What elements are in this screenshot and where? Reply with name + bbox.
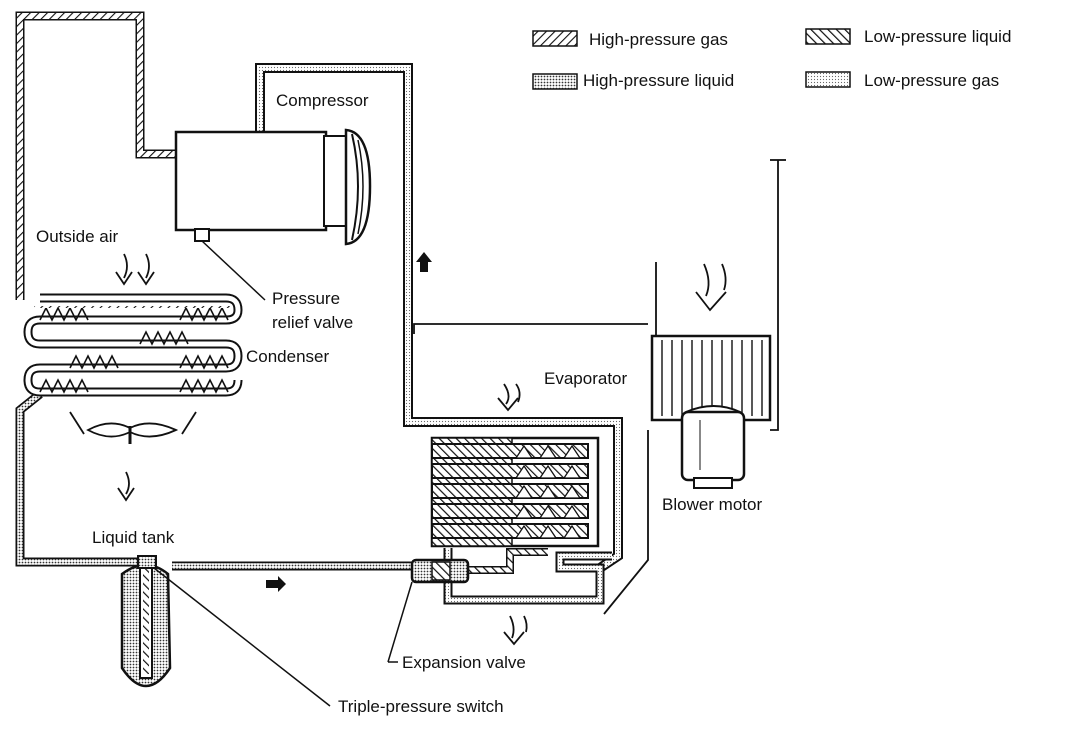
condenser-fan (69, 411, 197, 444)
low-pressure-liquid-swatch (805, 28, 851, 45)
legend-item-high-pressure-gas: High-pressure gas (532, 30, 728, 49)
pressure-relief-label: relief valve (272, 313, 353, 332)
blower-fan (650, 334, 772, 422)
legend-label: High-pressure liquid (583, 71, 734, 90)
legend-item-high-pressure-liquid: High-pressure liquid (532, 71, 734, 90)
compressor-clutch (323, 135, 349, 227)
low-pressure-gas-swatch (805, 71, 851, 88)
fan-blade-icon (86, 422, 179, 438)
legend-label: High-pressure gas (589, 30, 728, 49)
cool-air-out-arrow-icon (503, 615, 528, 646)
fan-shroud-left (69, 411, 85, 435)
compressor-body (174, 130, 328, 232)
evaporator-fins (514, 444, 582, 539)
blower-motor (680, 410, 746, 489)
liquid-tank-label: Liquid tank (92, 528, 175, 547)
pressure-relief-valve (194, 228, 210, 242)
high-pressure-gas-swatch (532, 30, 578, 47)
flow-arrow-icon (266, 576, 286, 592)
compressor (174, 128, 372, 301)
legend-item-low-pressure-gas: Low-pressure gas (805, 71, 999, 90)
expansion-valve-label: Expansion valve (402, 653, 526, 672)
compressor-label: Compressor (276, 91, 369, 110)
evaporator-label: Evaporator (544, 369, 627, 388)
outside-air-label: Outside air (36, 227, 119, 246)
high-pressure-liquid-swatch (532, 73, 578, 90)
pressure-relief-label: Pressure (272, 289, 340, 308)
legend-label: Low-pressure liquid (864, 27, 1011, 46)
high-pressure-liquid-line (15, 390, 420, 571)
triple-pressure-switch-label: Triple-pressure switch (338, 697, 504, 716)
evaporator (430, 436, 612, 605)
expansion-valve-leader (387, 581, 413, 663)
high-pressure-gas-line (15, 11, 178, 300)
flow-arrow-icon (416, 252, 432, 272)
condenser-zigzag (39, 306, 229, 394)
fan-shroud-right (181, 411, 197, 435)
liquid-tank (120, 555, 331, 707)
legend-label: Low-pressure gas (864, 71, 999, 90)
blower-intake-arrow-icon (695, 263, 727, 312)
triple-pressure-switch-leader (153, 567, 331, 707)
condenser (23, 293, 243, 397)
legend-item-low-pressure-liquid: Low-pressure liquid (805, 27, 1011, 46)
evaporator-housing (413, 159, 786, 615)
expansion-valve (387, 558, 470, 663)
evaporator-air-arrow-icon (497, 383, 521, 412)
condenser-label: Condenser (246, 347, 330, 366)
triple-pressure-switch (137, 555, 157, 569)
cooling-air-arrow-icon (117, 471, 135, 502)
legend: High-pressure gas Low-pressure liquid Hi… (532, 27, 1011, 90)
outside-air-arrow-icon (115, 253, 155, 286)
blower-motor-body (680, 410, 746, 482)
pressure-relief-leader (201, 240, 266, 301)
blower-motor-label: Blower motor (662, 495, 762, 514)
